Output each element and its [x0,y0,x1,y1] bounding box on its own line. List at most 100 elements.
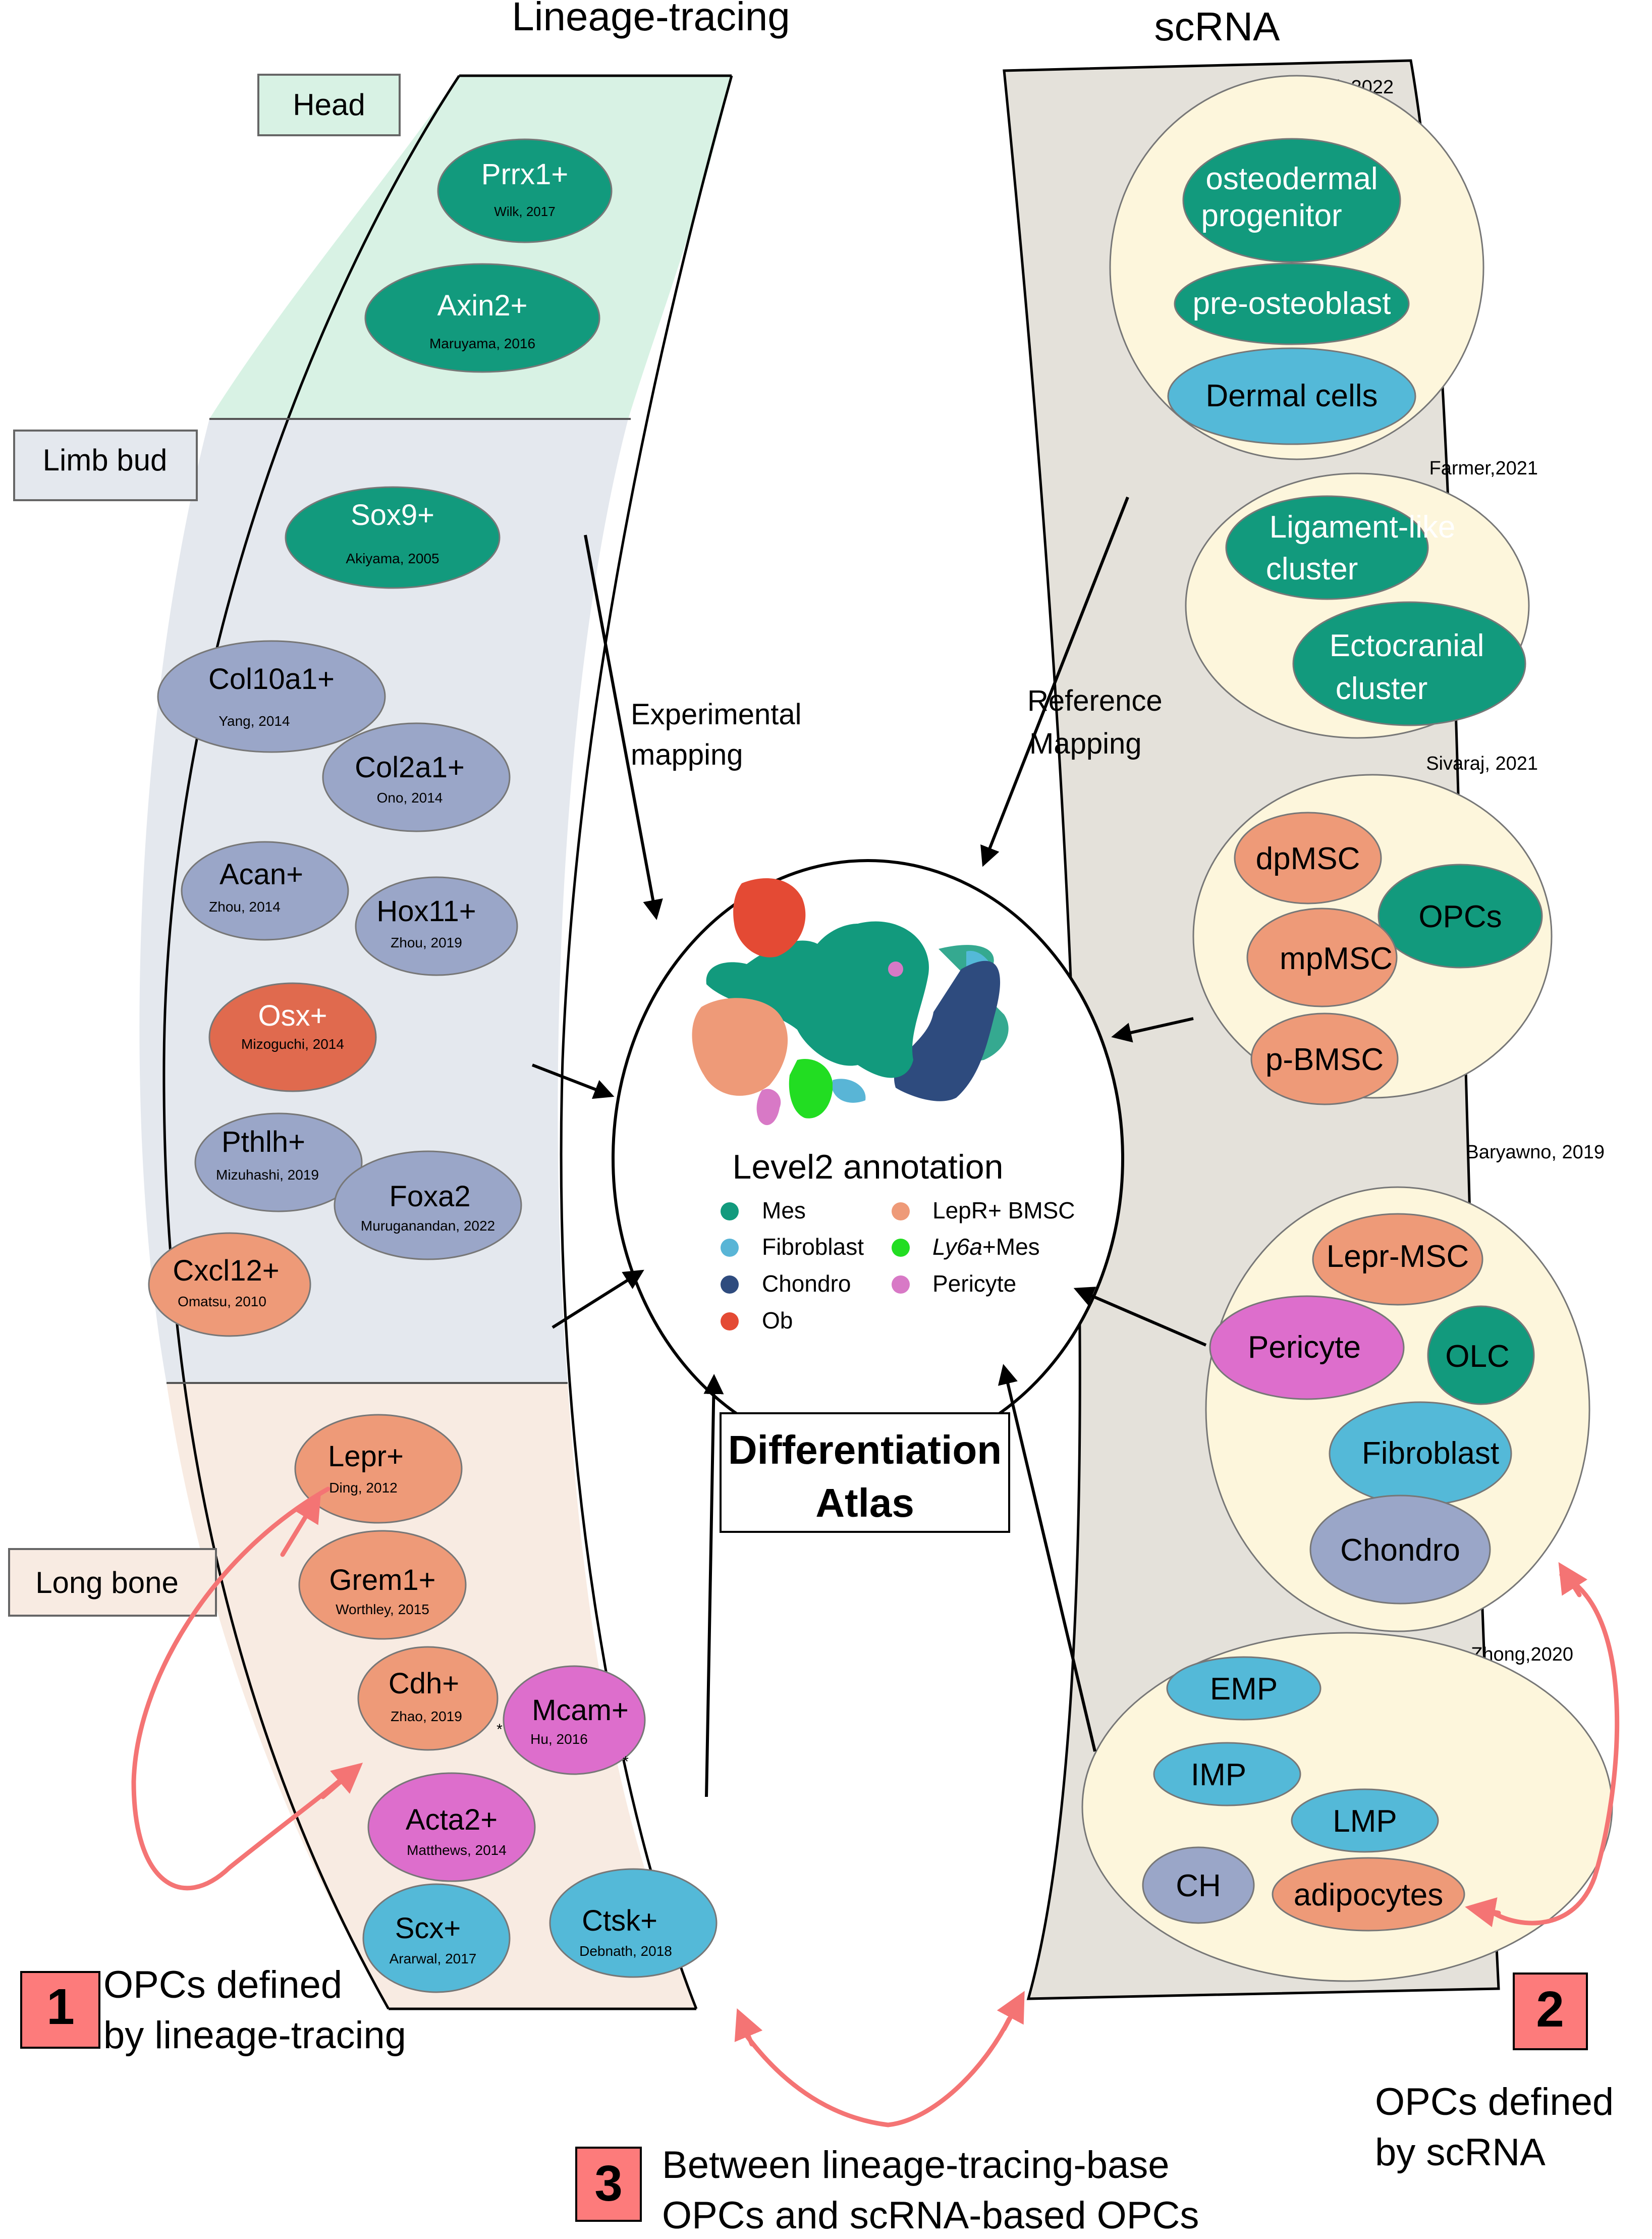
grem1-label: Grem1+ [329,1564,435,1596]
head-label: Head [293,88,365,122]
umap-embedding [692,878,1009,1126]
lepr-ref: Ding, 2012 [329,1480,397,1496]
atlas-line1: Differentiation [728,1427,1002,1472]
legend-item-fibroblast: Fibroblast [721,1234,864,1260]
limb-bud-label-box [13,430,198,501]
pink-arrow-scrna-loop [1491,1572,1620,1926]
osx-label: Osx+ [258,999,327,1032]
lmp-label: LMP [1333,1804,1397,1839]
pthlh-ref: Mizuhashi, 2019 [216,1167,319,1183]
legend-label-lepr-bmsc: LepR+ BMSC [932,1197,1075,1223]
sox9-ref: Akiyama, 2005 [346,551,439,566]
p-bmsc-label: p-BMSC [1265,1042,1384,1077]
scx-ref: Ararwal, 2017 [390,1951,477,1966]
legend-label-ly6a-mes: Ly6a+Mes [932,1234,1040,1260]
callout-1-box [20,1971,100,2049]
lineage-node-mcam: Mcam+ Hu, 2016 * [503,1665,646,1775]
cluster-ectocranial: Ectocranial cluster [1292,601,1526,726]
dpmsc-label: dpMSC [1256,841,1360,876]
acta2-ref: Matthews, 2014 [407,1842,507,1858]
prrx1-label: Prrx1+ [481,158,568,191]
ectocranial-line2: cluster [1336,671,1428,706]
callout-2-number: 2 [1536,1981,1564,2038]
limb-bud-label: Limb bud [43,443,168,477]
col2a1-ref: Ono, 2014 [377,790,443,806]
lineage-node-sox9: Sox9+ Akiyama, 2005 [285,486,501,589]
ctsk-ref: Debnath, 2018 [579,1943,672,1959]
arrow-limb2-to-atlas [552,1269,644,1329]
callout-1-line2: by lineage-tracing [103,2014,406,2057]
pthlh-label: Pthlh+ [222,1126,305,1158]
osteodermal-line2: progenitor [1201,198,1342,233]
osx-ref: Mizoguchi, 2014 [241,1036,344,1052]
farmer-ref: Farmer,2021 [1429,458,1538,479]
imp-label: IMP [1191,1757,1246,1792]
ligament-like-line2: cluster [1266,552,1358,587]
ectocranial-line1: Ectocranial [1330,628,1484,663]
pink-arrow-between [739,2016,1012,2127]
umap-pericyte-dot [888,962,903,977]
acta2-label: Acta2+ [406,1803,498,1836]
pink-arrow-lineage-head-bottom [320,1763,363,1799]
cluster-p-bmsc: p-BMSC [1250,1012,1399,1105]
umap-ob [733,878,806,957]
long-bone-label: Long bone [35,1566,179,1600]
lineage-node-grem1: Grem1+ Worthley, 2015 [298,1530,467,1640]
callout-3-line2: OPCs and scRNA-based OPCs [662,2194,1199,2236]
cluster-dpmsc: dpMSC [1234,812,1382,904]
olc-label: OLC [1445,1339,1509,1374]
foxa2-ref: Muruganandan, 2022 [361,1218,495,1234]
legend-label-ob: Ob [762,1307,793,1334]
reference-mapping-line2: Mapping [1029,727,1141,760]
cluster-ch: CH [1142,1846,1255,1924]
pink-arrow-lineage-head-top [280,1491,321,1557]
umap-lepr-bmsc [692,998,788,1096]
foxa2-label: Foxa2 [389,1180,470,1213]
legend-swatch-ob [721,1312,739,1330]
legend-swatch-mes [721,1202,739,1220]
umap-ly6a-mes [789,1059,833,1118]
callout-3-line1: Between lineage-tracing-base [662,2144,1170,2187]
acan-ref: Zhou, 2014 [209,899,281,915]
cdh-label: Cdh+ [389,1667,459,1700]
legend-swatch-fibroblast [721,1239,739,1257]
band-inner-edge [560,75,733,2009]
legend-label-pericyte: Pericyte [932,1270,1016,1297]
mcam-ref: Hu, 2016 [530,1731,588,1747]
axin2-label: Axin2+ [437,289,528,322]
legend-swatch-pericyte [892,1275,910,1294]
cluster-dermal-cells: Dermal cells [1167,347,1416,445]
lineage-node-cdh: Cdh+ Zhao, 2019 * [357,1646,503,1751]
lineage-node-cxcl12: Cxcl12+ Omatsu, 2010 [148,1232,311,1337]
pink-arrow-lineage-loop [131,1486,356,1891]
legend-item-chondro: Chondro [721,1270,851,1297]
cluster-pre-osteoblast: pre-osteoblast [1174,262,1410,345]
cxcl12-label: Cxcl12+ [173,1254,279,1287]
arrow-baryawno-to-atlas [1073,1287,1207,1347]
sivaraj-ref: Sivaraj, 2021 [1426,753,1538,774]
legend-item-ob: Ob [721,1307,793,1334]
legend-swatch-ly6a-mes [892,1239,910,1257]
cluster-mpmsc: mpMSC [1246,908,1398,1007]
mcam-label: Mcam+ [532,1694,629,1727]
chondro-label: Chondro [1340,1533,1460,1568]
experimental-mapping-line1: Experimental [631,698,801,731]
ctsk-label: Ctsk+ [582,1904,657,1937]
comparison-arrows [131,1486,1620,2127]
col10a1-label: Col10a1+ [208,663,335,696]
fibroblast-label: Fibroblast [1362,1436,1499,1471]
callout-3-number: 3 [594,2155,623,2212]
acan-label: Acan+ [219,858,303,891]
cluster-chondro: Chondro [1309,1495,1491,1605]
cluster-opcs: OPCs [1378,864,1543,969]
legend-item-lepr-bmsc: LepR+ BMSC [892,1197,1075,1223]
head-label-box [257,74,401,136]
cluster-fibroblast: Fibroblast [1329,1401,1512,1506]
lineage-node-pthlh: Pthlh+ Mizuhashi, 2019 [194,1112,363,1212]
scx-label: Scx+ [395,1912,461,1945]
cluster-pericyte: Pericyte [1209,1295,1405,1400]
cluster-lmp: LMP [1291,1788,1439,1853]
arrow-zhong-to-atlas [998,1364,1096,1752]
